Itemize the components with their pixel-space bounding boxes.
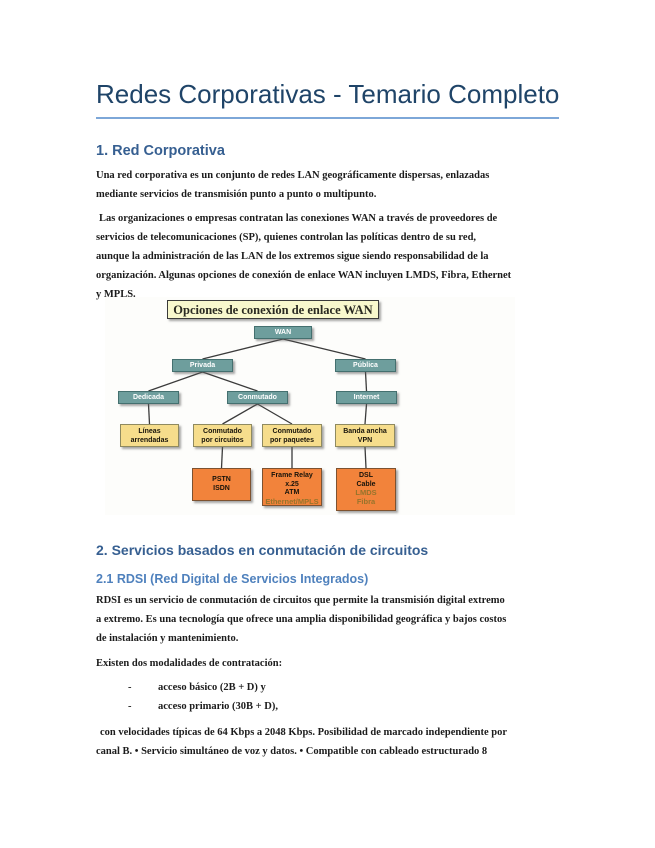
text-line: VPN: [357, 437, 373, 444]
list-item: - acceso básico (2B + D) y: [96, 678, 559, 697]
paragraph-wan: Las organizaciones o empresas contratan …: [96, 209, 559, 304]
node-lineas-arrendadas: Líneas arrendadas: [120, 424, 179, 447]
text-line: Banda ancha: [343, 428, 387, 435]
text-line: Existen dos modalidades de contratación:: [96, 658, 283, 669]
text-line: RDSI es un servicio de conmutación de ci…: [96, 595, 505, 606]
node-banda-ancha-vpn: Banda ancha VPN: [335, 424, 395, 447]
text-line: organización. Algunas opciones de conexi…: [96, 270, 512, 281]
node-privada: Privada: [172, 359, 233, 372]
text-line: Cable: [356, 480, 376, 488]
text-line: por circuitos: [201, 437, 244, 444]
text-line: Una red corporativa es un conjunto de re…: [96, 170, 490, 181]
text-line: ATM: [284, 489, 300, 496]
node-conmutado-paquetes: Conmutado por paquetes: [262, 424, 322, 447]
node-wan: WAN: [254, 326, 312, 339]
text-line: a extremo. Es una tecnología que ofrece …: [96, 614, 507, 625]
text-line: x.25: [285, 480, 299, 488]
text-line: servicios de telecomunicaciones (SP), qu…: [96, 232, 477, 243]
text-line: y MPLS.: [96, 289, 136, 300]
diagram-connector-lines: [147, 338, 368, 469]
text-line: por paquetes: [270, 437, 314, 444]
text-line: Las organizaciones o empresas contratan …: [99, 213, 498, 224]
text-line: con velocidades típicas de 64 Kbps a 204…: [100, 727, 508, 738]
text-line: Fibra: [356, 496, 376, 506]
text-line: Líneas: [138, 428, 161, 435]
diagram-title: Opciones de conexión de enlace WAN: [167, 300, 379, 319]
bullet-dash: -: [128, 701, 132, 712]
text-line: mediante servicios de transmisión punto …: [96, 189, 377, 200]
text-line: PSTN: [212, 476, 231, 483]
bullet-text: acceso primario (30B + D),: [158, 701, 278, 712]
section-2-heading: 2. Servicios basados en conmutación de c…: [96, 542, 429, 558]
text-line: Conmutado: [203, 428, 242, 435]
wan-options-diagram: Opciones de conexión de enlace WAN WAN P…: [105, 297, 515, 515]
node-internet: Internet: [336, 391, 397, 404]
paragraph-modalidades: Existen dos modalidades de contratación:: [96, 654, 559, 673]
node-conmutado-circuitos: Conmutado por circuitos: [193, 424, 252, 447]
bullet-list: - acceso básico (2B + D) y - acceso primar…: [96, 678, 559, 716]
text-line: arrendadas: [130, 437, 169, 444]
bullet-text: acceso básico (2B + D) y: [158, 682, 266, 693]
text-line: ISDN: [213, 484, 230, 492]
node-publica: Pública: [335, 359, 396, 372]
text-line: DSL: [359, 472, 373, 479]
paragraph-velocidades: con velocidades típicas de 64 Kbps a 204…: [96, 723, 559, 761]
node-dedicada: Dedicada: [118, 391, 179, 404]
text-line: Frame Relay: [271, 472, 313, 479]
node-pstn-isdn: PSTN ISDN: [192, 468, 251, 501]
node-conmutado: Conmutado: [227, 391, 288, 404]
bullet-dash: -: [128, 682, 132, 693]
text-line: de instalación y mantenimiento.: [96, 633, 239, 644]
paragraph-intro: Una red corporativa es un conjunto de re…: [96, 166, 559, 204]
text-line: LMDS: [355, 488, 377, 497]
node-frame-relay: Frame Relay x.25 ATM Ethernet/MPLS: [262, 468, 322, 506]
list-item: - acceso primario (30B + D),: [96, 697, 559, 716]
document-content: Redes Corporativas - Temario Completo 1.…: [96, 0, 559, 761]
paragraph-rdsi: RDSI es un servicio de conmutación de ci…: [96, 591, 559, 648]
section-1-heading: 1. Red Corporativa: [96, 143, 225, 159]
text-line: aunque la administración de las LAN de l…: [96, 251, 489, 262]
node-dsl-cable: DSL Cable LMDS Fibra: [336, 468, 396, 511]
page-title: Redes Corporativas - Temario Completo: [96, 78, 559, 119]
text-line: Conmutado: [272, 428, 312, 435]
section-2-1-heading: 2.1 RDSI (Red Digital de Servicios Integ…: [96, 572, 369, 586]
text-line: canal B. • Servicio simultáneo de voz y …: [96, 746, 488, 757]
text-line: Ethernet/MPLS: [265, 496, 319, 506]
